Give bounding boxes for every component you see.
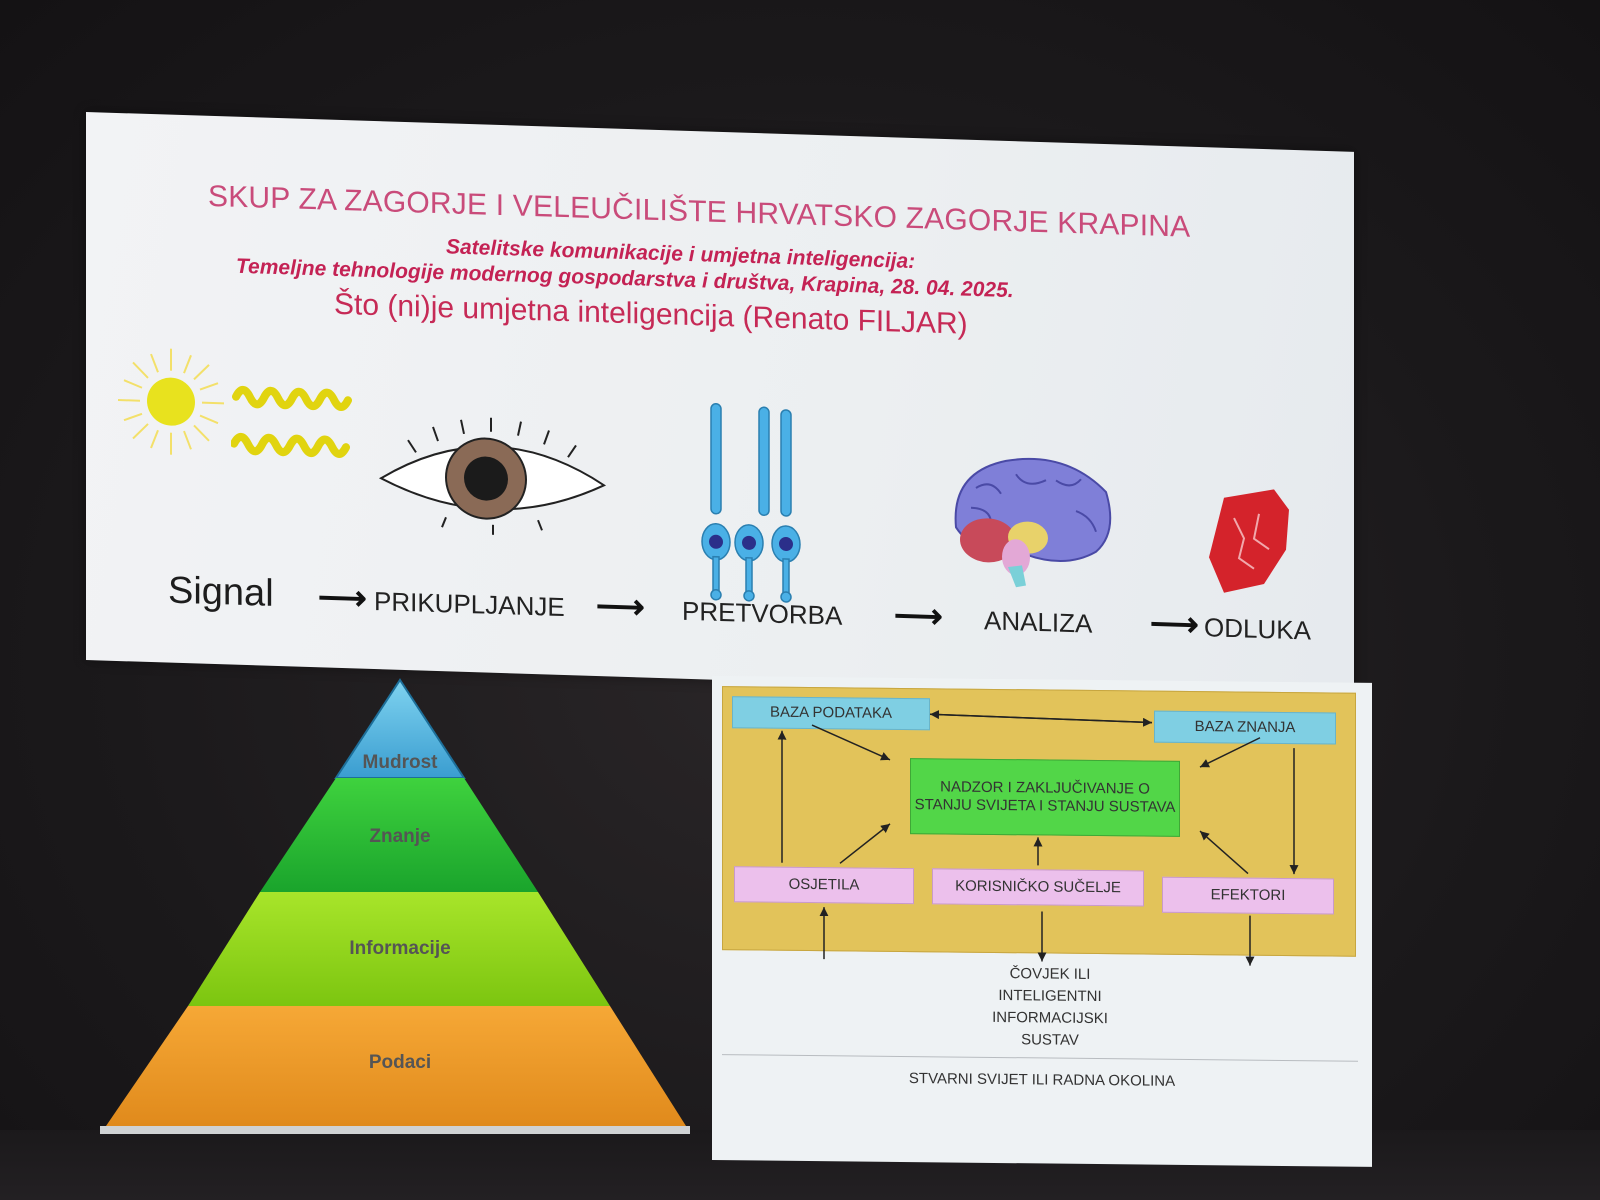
system-diagram: BAZA PODATAKA BAZA ZNANJA NADZOR I ZAKLJ… <box>712 676 1372 1167</box>
pyramid-label-podaci: Podaci <box>368 1052 432 1073</box>
covjek-label: ČOVJEK ILI INTELIGENTNI INFORMACIJSKI SU… <box>992 965 1108 1049</box>
stvarni-svijet-label: STVARNI SVIJET ILI RADNA OKOLINA <box>908 1070 1176 1090</box>
sun-icon <box>118 348 224 455</box>
flow-pretvorba: PRETVORBA <box>682 595 843 631</box>
fist-icon <box>1209 489 1289 593</box>
brain-icon <box>954 457 1112 588</box>
arrow-icon: ⟶ <box>894 596 943 636</box>
pyramid-level-podaci <box>106 1006 686 1126</box>
eye-icon <box>378 417 607 535</box>
arrow-icon: ⟶ <box>318 578 367 618</box>
flow-signal: Signal <box>168 569 274 615</box>
slide-title: SKUP ZA ZAGORJE I VELEUČILIŠTE HRVATSKO … <box>208 179 1191 244</box>
dikw-pyramid: Mudrost Znanje Informacije Podaci <box>100 676 690 1146</box>
flow-odluka: ODLUKA <box>1204 612 1311 646</box>
flow-analiza: ANALIZA <box>984 605 1093 639</box>
diagram-arrows <box>777 710 1299 966</box>
pyramid-label-informacije: Informacije <box>349 938 451 959</box>
arrow-icon: ⟶ <box>1150 604 1199 644</box>
projected-slide: SKUP ZA ZAGORJE I VELEUČILIŠTE HRVATSKO … <box>86 112 1354 700</box>
wave-icon <box>231 386 352 458</box>
pyramid-graphic <box>100 678 690 1134</box>
pyramid-label-mudrost: Mudrost <box>362 752 438 773</box>
pyramid-level-znanje <box>260 778 538 892</box>
arrow-icon: ⟶ <box>596 587 645 627</box>
pyramid-label-znanje: Znanje <box>369 826 431 847</box>
photoreceptor-icon <box>701 403 801 603</box>
pyramid-level-informacije <box>188 892 610 1006</box>
flow-prikupljanje: PRIKUPLJANJE <box>374 586 565 623</box>
divider <box>722 1054 1358 1062</box>
